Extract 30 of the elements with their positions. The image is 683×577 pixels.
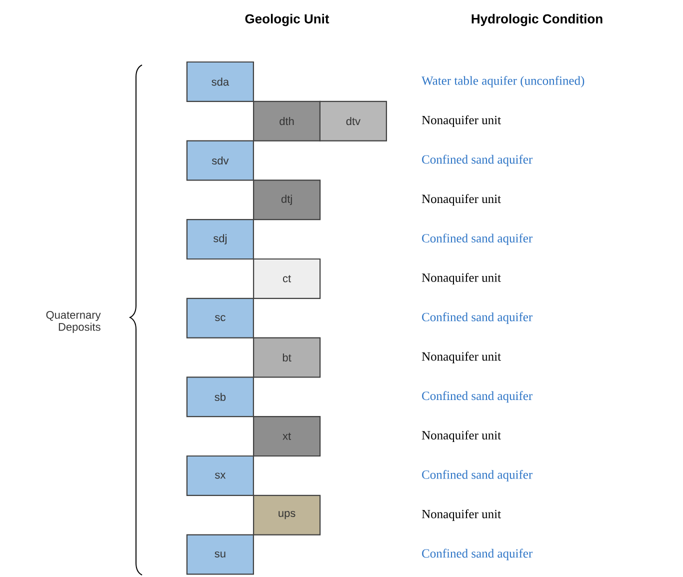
unit-box: dtv xyxy=(319,100,387,142)
unit-box: sda xyxy=(186,61,254,102)
unit-box: dtj xyxy=(253,180,321,220)
unit-box: sb xyxy=(186,376,254,418)
condition-text: Nonaquifer unit xyxy=(422,272,501,284)
unit-box: sdj xyxy=(186,219,254,260)
condition-text: Nonaquifer unit xyxy=(422,509,501,521)
unit-box: bt xyxy=(253,337,321,378)
unit-box: xt xyxy=(253,416,321,457)
column-heading: Hydrologic Condition xyxy=(472,14,602,26)
unit-box: ct xyxy=(253,258,321,299)
condition-text: Confined sand aquifer xyxy=(422,234,532,246)
unit-box: dth xyxy=(253,100,321,142)
condition-text: Nonaquifer unit xyxy=(422,115,501,127)
condition-text: Water table aquifer (unconfined) xyxy=(422,76,584,88)
group-label: Quaternary Deposits xyxy=(46,311,101,333)
condition-text: Nonaquifer unit xyxy=(422,352,501,364)
condition-text: Nonaquifer unit xyxy=(422,194,501,206)
unit-box: sdv xyxy=(186,140,254,181)
condition-text: Confined sand aquifer xyxy=(422,470,532,482)
condition-text: Confined sand aquifer xyxy=(422,312,532,324)
unit-box: ups xyxy=(253,494,321,536)
column-heading: Geologic Unit xyxy=(245,14,330,26)
unit-box: sx xyxy=(186,455,254,496)
condition-text: Confined sand aquifer xyxy=(422,391,532,403)
unit-box: su xyxy=(186,534,254,575)
condition-text: Confined sand aquifer xyxy=(422,548,532,560)
unit-box: sc xyxy=(186,298,254,338)
condition-text: Nonaquifer unit xyxy=(422,430,501,442)
condition-text: Confined sand aquifer xyxy=(422,154,532,166)
